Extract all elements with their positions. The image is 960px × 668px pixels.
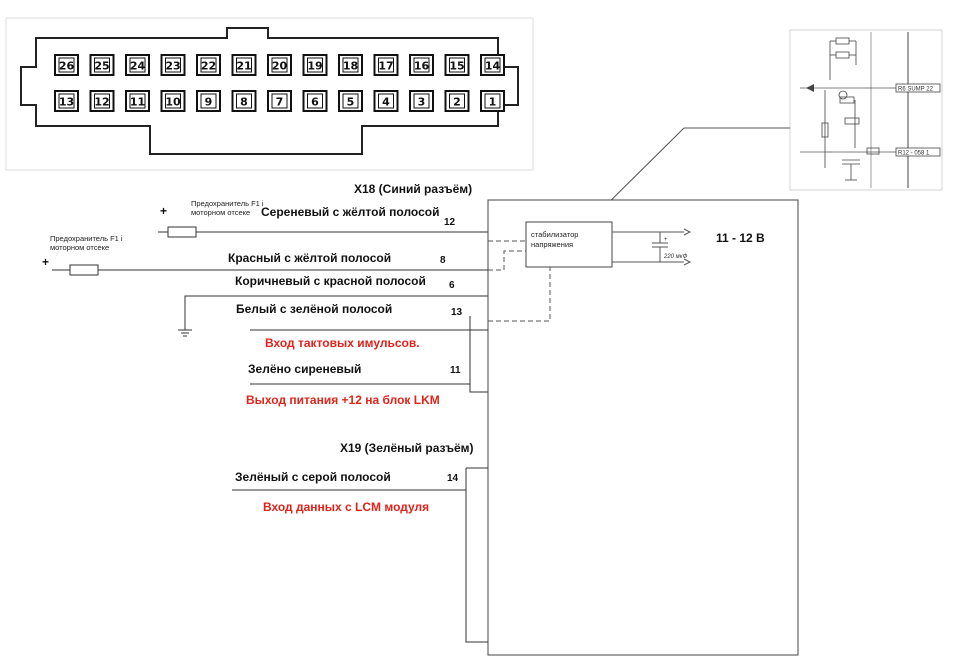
pin-number: 1	[489, 96, 497, 109]
wire-12-pin: 12	[444, 217, 456, 228]
pin-cell-9: 9	[196, 90, 221, 112]
pin-cell-7: 7	[267, 90, 292, 112]
pin-cell-22: 22	[196, 54, 221, 76]
pin-number: 2	[453, 96, 461, 109]
fuse-lower-plus: +	[42, 255, 49, 269]
pin-cell-12: 12	[89, 90, 115, 112]
pin-cell-16: 16	[409, 54, 434, 76]
pin-number: 15	[449, 60, 464, 73]
wire-14-line	[232, 489, 488, 643]
pin-cell-20: 20	[267, 54, 292, 76]
pin-number: 9	[205, 96, 213, 109]
ground-wire	[184, 295, 488, 330]
pin-number: 20	[272, 60, 288, 73]
fuse-upper-plus: +	[160, 204, 167, 218]
pin-cell-5: 5	[338, 90, 363, 112]
clock-input-note: Вход тактовых имульсов.	[265, 336, 420, 350]
fuse-upper-label-2: моторном отсеке	[191, 208, 250, 217]
pin-number: 24	[130, 60, 146, 73]
output-voltage: 11 - 12 В	[716, 231, 765, 245]
inset-label-b: R12 - 058 1	[898, 151, 930, 157]
ground-icon	[178, 329, 192, 337]
stabilizer-label-2: напряжения	[531, 240, 573, 249]
pin-cell-26: 26	[54, 54, 79, 76]
pin-cell-2: 2	[444, 90, 470, 112]
wire-8-pin: 8	[440, 255, 446, 266]
pin-cell-11: 11	[125, 90, 150, 112]
pin-number: 4	[382, 96, 390, 109]
capacitor-label: 220 мкФ	[663, 254, 688, 260]
pin-number: 10	[165, 96, 181, 109]
wire-11-pin: 11	[450, 365, 461, 376]
pin-cell-14: 14	[480, 54, 505, 76]
pin-number: 19	[307, 60, 322, 73]
pin-number: 25	[94, 60, 109, 73]
inset-label-a: R6 SUMP 22	[898, 87, 934, 93]
pin-cell-15: 15	[444, 54, 470, 76]
pin-number: 3	[418, 96, 426, 109]
wire-14-label: Зелёный с серой полосой	[235, 470, 391, 484]
pin-cell-24: 24	[125, 54, 150, 76]
wire-12-label: Сереневый с жёлтой полосой	[261, 205, 439, 219]
pin-cell-19: 19	[302, 54, 328, 76]
pin-cell-10: 10	[160, 90, 186, 112]
x18-header: X18 (Синий разъём)	[354, 182, 472, 196]
pin-row-bottom: 13 12 11 10 9 8 7 6 5 4 3 2 1	[54, 90, 505, 112]
pin-cell-25: 25	[89, 54, 115, 76]
pin-number: 26	[59, 60, 75, 73]
pin-number: 13	[59, 96, 74, 109]
pin-cell-6: 6	[302, 90, 328, 112]
pin-number: 21	[236, 60, 251, 73]
fuse-f1-lower: + Предохранитель F1 i моторном отсеке	[42, 234, 488, 276]
stabilizer-label-1: стабилизатор	[531, 230, 578, 239]
dashed-link-13	[488, 267, 551, 322]
power-out-note: Выход питания +12 на блок LKM	[246, 393, 440, 407]
wire-13-label: Белый с зелёной полосой	[236, 302, 392, 316]
pin-number: 5	[347, 96, 355, 109]
pin-row-top: 26 25 24 23 22 21 20 19 18 17 16 15 14	[54, 54, 505, 76]
dashed-link-8	[488, 250, 526, 271]
pin-cell-23: 23	[160, 54, 186, 76]
wire-6-pin: 6	[449, 280, 455, 291]
pin-cell-18: 18	[338, 54, 363, 76]
pin-number: 22	[201, 60, 216, 73]
pin-number: 7	[276, 96, 284, 109]
wire-14-pin: 14	[447, 473, 459, 484]
fuse-lower-label-2: моторном отсеке	[50, 243, 109, 252]
wire-11-label: Зелёно сиреневый	[248, 362, 361, 376]
wire-8-label: Красный с жёлтой полосой	[228, 251, 391, 265]
schematic-inset: R6 SUMP 22 R12 - 058 1	[789, 29, 943, 191]
pin-number: 17	[378, 60, 393, 73]
pin-cell-8: 8	[231, 90, 257, 112]
fuse-lower-label-1: Предохранитель F1 i	[50, 234, 123, 243]
pin-cell-4: 4	[373, 90, 399, 112]
capacitor-plus: +	[664, 237, 668, 243]
x19-header: X19 (Зелёный разъём)	[340, 441, 474, 455]
fuse-upper-label-1: Предохранитель F1 i	[191, 199, 264, 208]
wire-6-label: Коричневый с красной полосой	[235, 274, 426, 288]
pin-cell-21: 21	[231, 54, 257, 76]
fuse-f1-upper: + Предохранитель F1 i моторном отсеке	[158, 199, 488, 238]
pin-cell-13: 13	[54, 90, 79, 112]
pin-number: 6	[311, 96, 319, 109]
module-block	[487, 199, 799, 656]
pin-number: 11	[130, 96, 145, 109]
pin-number: 18	[343, 60, 358, 73]
pin-number: 16	[414, 60, 430, 73]
pin-cell-17: 17	[373, 54, 399, 76]
voltage-stabilizer: стабилизатор напряжения + 220 мкФ	[525, 221, 692, 268]
pin-number: 12	[94, 96, 109, 109]
bus-line-x18	[469, 316, 488, 393]
pin-number: 23	[165, 60, 180, 73]
pin-cell-3: 3	[409, 90, 434, 112]
pin-number: 8	[240, 96, 248, 109]
wire-13-pin: 13	[451, 307, 463, 318]
pin-cell-1: 1	[480, 90, 505, 112]
pin-number: 14	[485, 60, 501, 73]
data-input-note: Вход данных с LCM модуля	[263, 500, 429, 514]
